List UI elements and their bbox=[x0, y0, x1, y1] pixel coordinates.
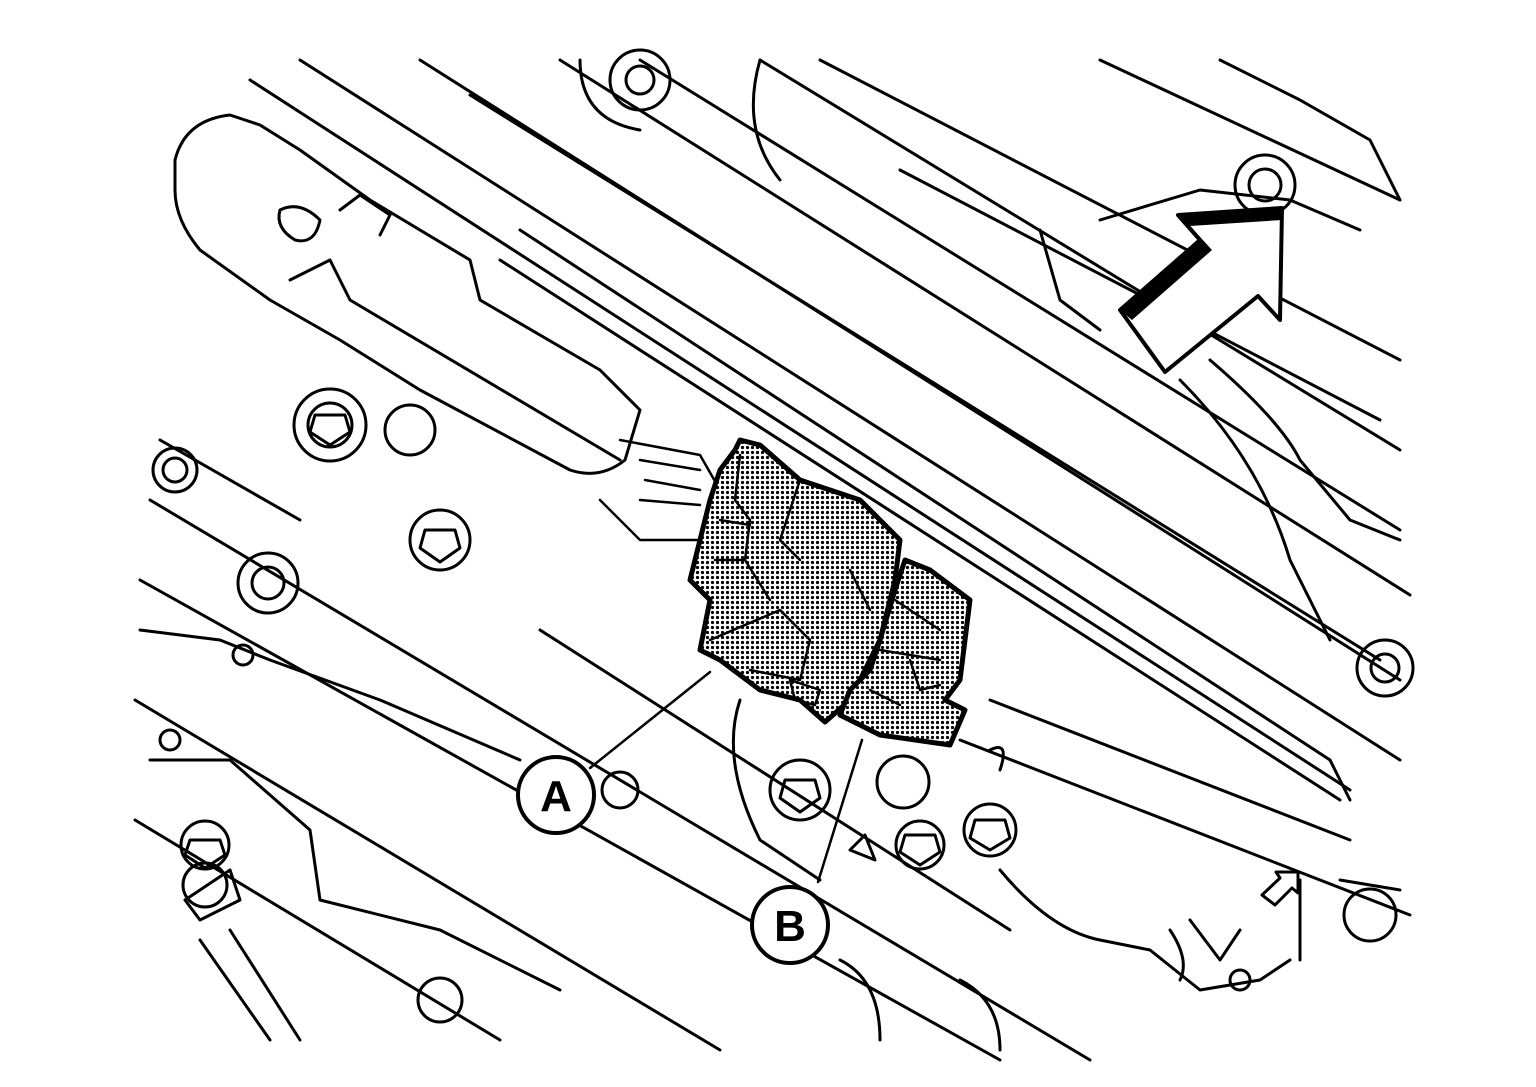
top-features bbox=[578, 48, 1415, 698]
callout-b: B bbox=[750, 885, 830, 965]
lower-right-components bbox=[600, 698, 1402, 1052]
upper-bracket bbox=[173, 113, 722, 542]
arrow-up-right-icon bbox=[1118, 206, 1284, 374]
callout-leaders bbox=[588, 670, 864, 884]
small-arrow-icon bbox=[1260, 870, 1300, 907]
frame-rails bbox=[133, 58, 1412, 1062]
connector-b bbox=[837, 557, 973, 748]
bolts-left bbox=[151, 387, 472, 752]
callout-a: A bbox=[516, 755, 596, 835]
callout-a-label: A bbox=[540, 772, 572, 821]
callout-b-label: B bbox=[774, 902, 806, 951]
lower-bracket bbox=[138, 628, 562, 1042]
connector-a bbox=[687, 437, 903, 725]
